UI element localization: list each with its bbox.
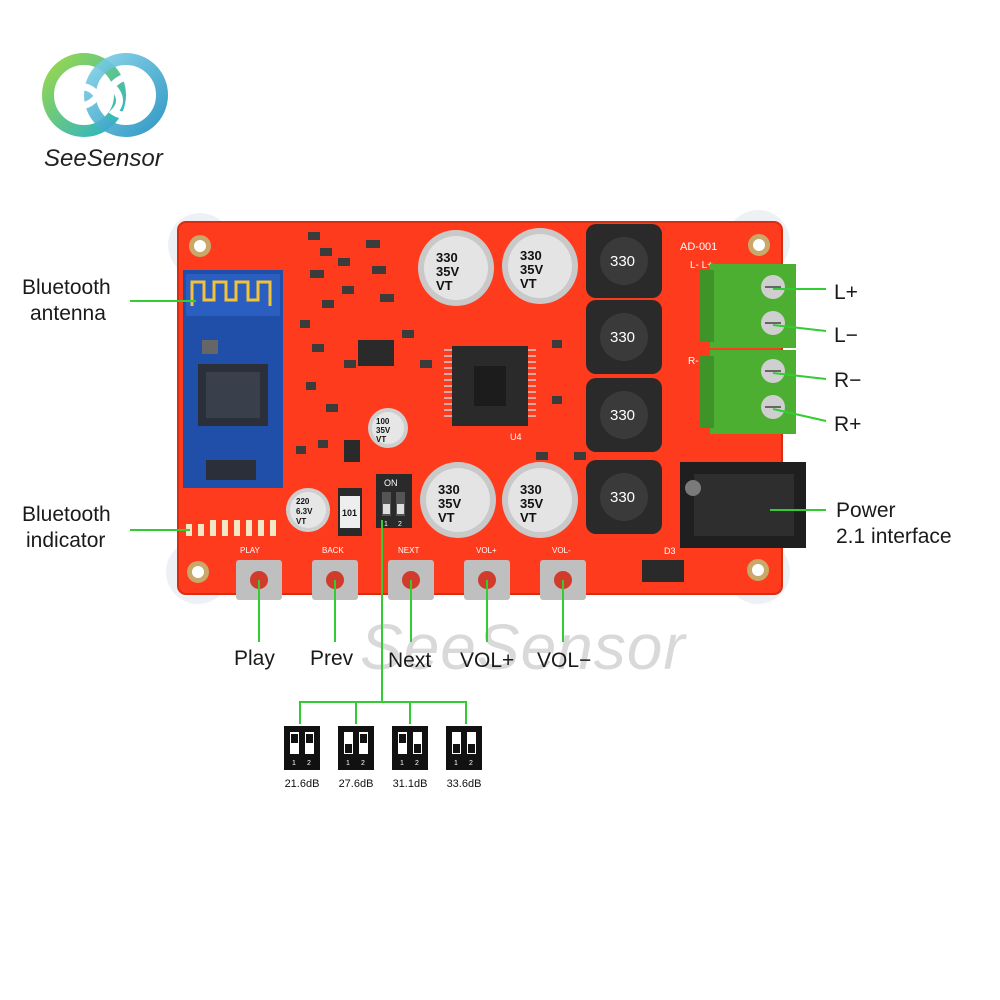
- brand-name: SeeSensor: [44, 145, 163, 172]
- svg-text:330: 330: [610, 253, 635, 270]
- dc-power-jack: [680, 462, 806, 548]
- board-model: AD-001: [680, 241, 717, 253]
- label-l-minus: L−: [834, 324, 858, 347]
- gain-switch-4: [446, 726, 482, 770]
- callout-lines: [130, 288, 827, 724]
- svg-text:330: 330: [610, 329, 635, 346]
- svg-text:1: 1: [454, 760, 458, 767]
- diode-d3: [642, 560, 684, 582]
- svg-text:35V: 35V: [438, 496, 461, 511]
- ic-small: [358, 340, 394, 366]
- silk-next: NEXT: [398, 546, 419, 555]
- screw-terminal-right-channel: [700, 350, 796, 434]
- silk-volp: VOL+: [476, 546, 497, 555]
- svg-text:D3: D3: [664, 546, 676, 556]
- svg-text:VT: VT: [376, 435, 386, 444]
- svg-text:2: 2: [398, 521, 402, 528]
- svg-text:VT: VT: [436, 278, 453, 293]
- label-power: Power 2.1 interface: [836, 499, 952, 548]
- callout-dip-bracket: [299, 701, 467, 724]
- silk-volm: VOL-: [552, 546, 571, 555]
- dip-switch-board: ON 1 2: [376, 474, 412, 528]
- gain-value-4: 33.6dB: [446, 778, 482, 790]
- capacitor-bottom-left: 330 35V VT: [420, 462, 496, 538]
- svg-text:2: 2: [469, 760, 473, 767]
- seesensor-logo: [42, 53, 168, 137]
- bluetooth-module: [183, 270, 283, 488]
- inductor-3: 330: [586, 378, 662, 452]
- gain-switch-icons: [284, 726, 482, 770]
- ic-small: [344, 440, 360, 462]
- svg-text:330: 330: [610, 407, 635, 424]
- label-l-plus: L+: [834, 281, 858, 304]
- screw-terminal-left-channel: [700, 264, 796, 348]
- svg-text:101: 101: [342, 508, 357, 518]
- svg-text:330: 330: [438, 482, 460, 497]
- callout-l-minus: [772, 324, 827, 332]
- svg-text:330: 330: [436, 250, 458, 265]
- terminal-top-marks: L- L+: [690, 260, 713, 271]
- inductor-1: 330: [586, 224, 662, 298]
- inductor-4: 330: [586, 460, 662, 534]
- svg-text:220: 220: [296, 497, 310, 506]
- svg-text:ON: ON: [384, 478, 398, 488]
- mounting-holes: [187, 234, 770, 583]
- svg-text:2: 2: [361, 760, 365, 767]
- callout-r-plus: [772, 408, 827, 422]
- gain-switch-2: [338, 726, 374, 770]
- svg-text:VT: VT: [520, 510, 537, 525]
- capacitor-100uf: 100 35V VT: [368, 408, 408, 448]
- svg-text:1: 1: [384, 521, 388, 528]
- svg-text:VT: VT: [438, 510, 455, 525]
- silk-play: PLAY: [240, 546, 261, 555]
- gain-switch-numbers: 1 2 1 2 1 2 1 2: [292, 760, 473, 767]
- label-vol-minus: VOL−: [537, 649, 592, 672]
- gain-switch-1: [284, 726, 320, 770]
- svg-text:2: 2: [307, 760, 311, 767]
- callout-r-minus: [772, 372, 827, 380]
- capacitor-top-right: 330 35V VT: [502, 228, 578, 304]
- svg-text:VT: VT: [520, 276, 537, 291]
- svg-text:100: 100: [376, 417, 390, 426]
- label-bluetooth-antenna: Bluetooth antenna: [22, 276, 111, 325]
- silk-back: BACK: [322, 546, 344, 555]
- svg-text:1: 1: [292, 760, 296, 767]
- svg-text:330: 330: [520, 482, 542, 497]
- label-r-plus: R+: [834, 413, 862, 436]
- amplifier-chip: [444, 346, 536, 426]
- svg-text:35V: 35V: [436, 264, 459, 279]
- svg-text:35V: 35V: [376, 426, 391, 435]
- label-play: Play: [234, 647, 275, 670]
- svg-text:1: 1: [346, 760, 350, 767]
- svg-text:330: 330: [520, 248, 542, 263]
- label-vol-plus: VOL+: [460, 649, 515, 672]
- label-next: Next: [388, 649, 432, 672]
- chip-label: U4: [510, 432, 522, 442]
- capacitor-top-left: 330 35V VT: [418, 230, 494, 306]
- gain-value-1: 21.6dB: [284, 778, 320, 790]
- watermark: SeeSensor: [360, 611, 686, 683]
- label-prev: Prev: [310, 647, 354, 670]
- svg-text:VT: VT: [296, 517, 306, 526]
- gain-value-3: 31.1dB: [392, 778, 428, 790]
- label-r-minus: R−: [834, 369, 862, 392]
- svg-text:6.3V: 6.3V: [296, 507, 313, 516]
- gain-value-2: 27.6dB: [338, 778, 374, 790]
- antenna-trace: [190, 280, 272, 306]
- svg-text:2: 2: [415, 760, 419, 767]
- capacitor-bottom-right: 330 35V VT: [502, 462, 578, 538]
- svg-text:35V: 35V: [520, 496, 543, 511]
- gain-switch-3: [392, 726, 428, 770]
- capacitor-220uf: 220 6.3V VT: [286, 488, 330, 532]
- label-bluetooth-indicator: Bluetooth indicator: [22, 503, 111, 552]
- smd-components: [296, 232, 586, 460]
- resistor-101: 101: [338, 488, 362, 536]
- svg-text:1: 1: [400, 760, 404, 767]
- svg-text:330: 330: [610, 489, 635, 506]
- inductor-2: 330: [586, 300, 662, 374]
- svg-text:35V: 35V: [520, 262, 543, 277]
